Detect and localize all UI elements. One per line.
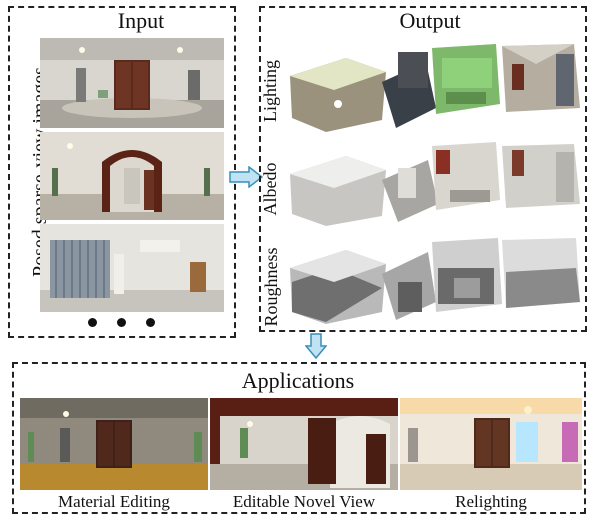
output-row-label-roughness: Roughness [261,247,281,327]
output-to-applications-arrow [305,333,327,359]
application-image-editable-novel-view [210,398,398,490]
output-row-label-lighting: Lighting [260,60,280,122]
output-title: Output [399,8,461,33]
application-image-relighting [400,398,582,490]
input-image-3 [40,224,224,312]
input-image-1 [40,38,224,128]
application-image-material-editing [20,398,208,490]
input-image-2 [40,132,224,220]
caption-relighting: Relighting [455,492,527,511]
caption-editable-novel-view: Editable Novel View [232,492,376,511]
caption-material-editing: Material Editing [58,492,170,511]
applications-title: Applications [241,368,355,393]
more-images-dot-1 [88,318,97,327]
applications-panel [12,362,586,514]
input-title: Input [117,8,165,33]
input-to-output-arrow [229,166,263,188]
more-images-dot-3 [146,318,155,327]
output-row-label-albedo: Albedo [260,162,280,216]
output-roughness-render [286,232,582,326]
output-albedo-render [286,138,582,228]
more-images-dot-2 [117,318,126,327]
output-lighting-render [286,38,582,134]
output-panel [259,6,587,332]
